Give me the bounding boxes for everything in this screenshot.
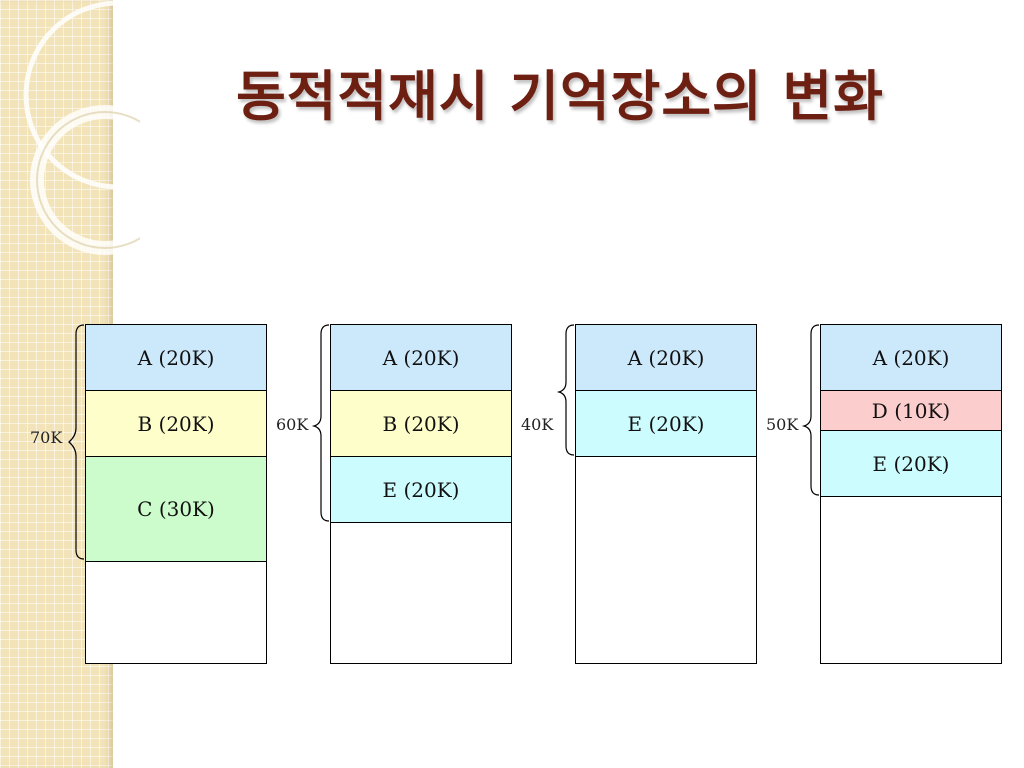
brace-col2 bbox=[311, 324, 330, 522]
memory-column-2: A (20K) B (20K) E (20K) bbox=[330, 324, 512, 664]
brace-col3 bbox=[556, 324, 575, 456]
memory-column-1: A (20K) B (20K) C (30K) bbox=[85, 324, 267, 664]
block-e: E (20K) bbox=[331, 457, 511, 523]
size-label-col1: 70K bbox=[30, 428, 63, 447]
memory-column-3: A (20K) E (20K) bbox=[575, 324, 757, 664]
block-a: A (20K) bbox=[86, 325, 266, 391]
memory-column-4: A (20K) D (10K) E (20K) bbox=[820, 324, 1002, 664]
block-a: A (20K) bbox=[821, 325, 1001, 391]
block-b: B (20K) bbox=[86, 391, 266, 457]
size-label-col3: 40K bbox=[521, 415, 554, 434]
block-a: A (20K) bbox=[576, 325, 756, 391]
block-e: E (20K) bbox=[821, 431, 1001, 497]
block-b: B (20K) bbox=[331, 391, 511, 457]
block-c: C (30K) bbox=[86, 457, 266, 562]
decorative-rings bbox=[23, 0, 140, 255]
size-label-col2: 60K bbox=[276, 415, 309, 434]
size-label-col4: 50K bbox=[766, 415, 799, 434]
block-a: A (20K) bbox=[331, 325, 511, 391]
slide-title: 동적적재시 기억장소의 변화 bbox=[236, 65, 884, 128]
brace-col4 bbox=[801, 324, 820, 496]
block-e: E (20K) bbox=[576, 391, 756, 457]
block-d: D (10K) bbox=[821, 391, 1001, 431]
brace-col1 bbox=[68, 324, 85, 560]
